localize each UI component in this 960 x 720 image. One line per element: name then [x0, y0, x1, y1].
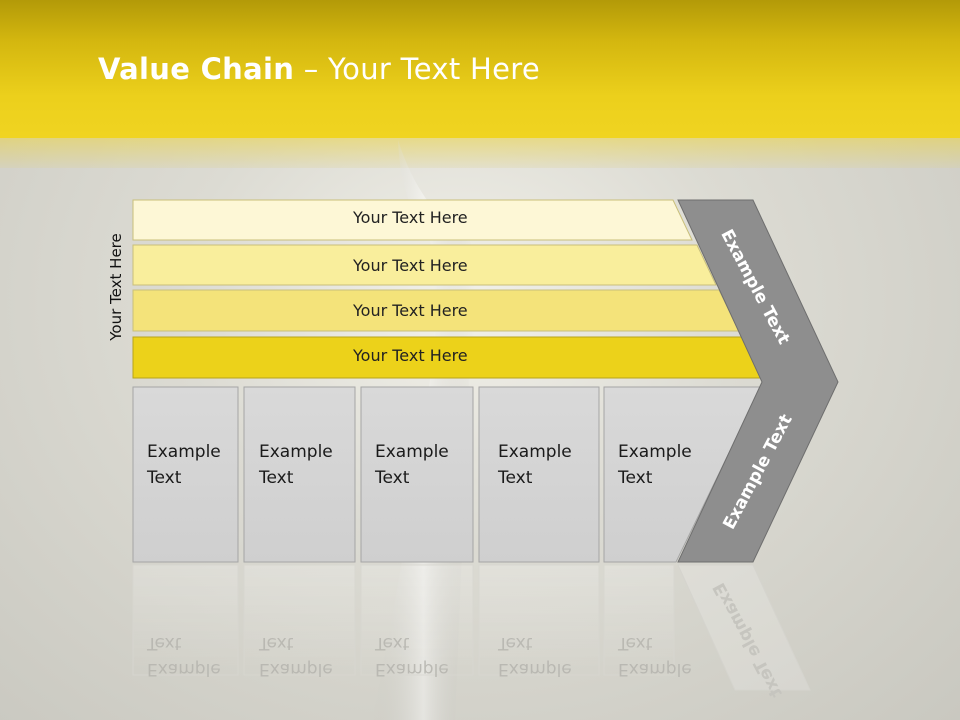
- box-text-reflection: Example Text: [259, 630, 333, 682]
- box-shape-1: [132, 386, 239, 563]
- bar-label-1: Your Text Here: [353, 208, 468, 227]
- reflection-line2: Text: [375, 633, 410, 653]
- box-line2: Text: [498, 468, 533, 488]
- side-label: Your Text Here: [107, 233, 125, 341]
- box-line1: Example: [259, 442, 333, 462]
- header-band: [0, 138, 960, 168]
- bar-label-3: Your Text Here: [353, 301, 468, 320]
- reflection-line1: Example: [618, 659, 692, 679]
- chevron-reflection: [677, 564, 811, 691]
- bar-label-4: Your Text Here: [353, 346, 468, 365]
- box-reflection: [603, 564, 675, 676]
- box-shape-3: [360, 386, 474, 563]
- box-text-reflection: Example Text: [375, 630, 449, 682]
- box-line2: Text: [259, 468, 294, 488]
- box-line1: Example: [498, 442, 572, 462]
- bar-shape-1: [132, 199, 693, 241]
- box-text-reflection: Example Text: [618, 630, 692, 682]
- box-line1: Example: [618, 442, 692, 462]
- box-reflection: [132, 564, 239, 676]
- box-shape-5: [603, 386, 762, 563]
- title-rest: – Your Text Here: [294, 52, 540, 86]
- header-bar: [0, 0, 960, 138]
- box-line1: Example: [375, 442, 449, 462]
- chevron-shape: [677, 199, 839, 563]
- bar-label-2: Your Text Here: [353, 256, 468, 275]
- bar-shape-2: [132, 244, 717, 286]
- title-bold: Value Chain: [98, 52, 295, 86]
- reflection-line1: Example: [498, 659, 572, 679]
- box-reflection: [360, 564, 474, 676]
- reflection-line1: Example: [375, 659, 449, 679]
- box-line1: Example: [147, 442, 221, 462]
- box-text-reflection: Example Text: [147, 630, 221, 682]
- reflection-line2: Text: [147, 633, 182, 653]
- box-line2: Text: [618, 468, 653, 488]
- reflection-line1: Example: [259, 659, 333, 679]
- reflection-line2: Text: [618, 633, 653, 653]
- slide-title: Value Chain – Your Text Here: [98, 52, 540, 86]
- box-shape-2: [243, 386, 356, 563]
- reflection-line2: Text: [498, 633, 533, 653]
- reflection-line1: Example: [147, 659, 221, 679]
- reflection-line2: Text: [259, 633, 294, 653]
- box-reflection: [478, 564, 600, 676]
- box-reflection: [243, 564, 356, 676]
- box-line2: Text: [147, 468, 182, 488]
- box-shape-4: [478, 386, 600, 563]
- box-text-reflection: Example Text: [498, 630, 572, 682]
- box-line2: Text: [375, 468, 410, 488]
